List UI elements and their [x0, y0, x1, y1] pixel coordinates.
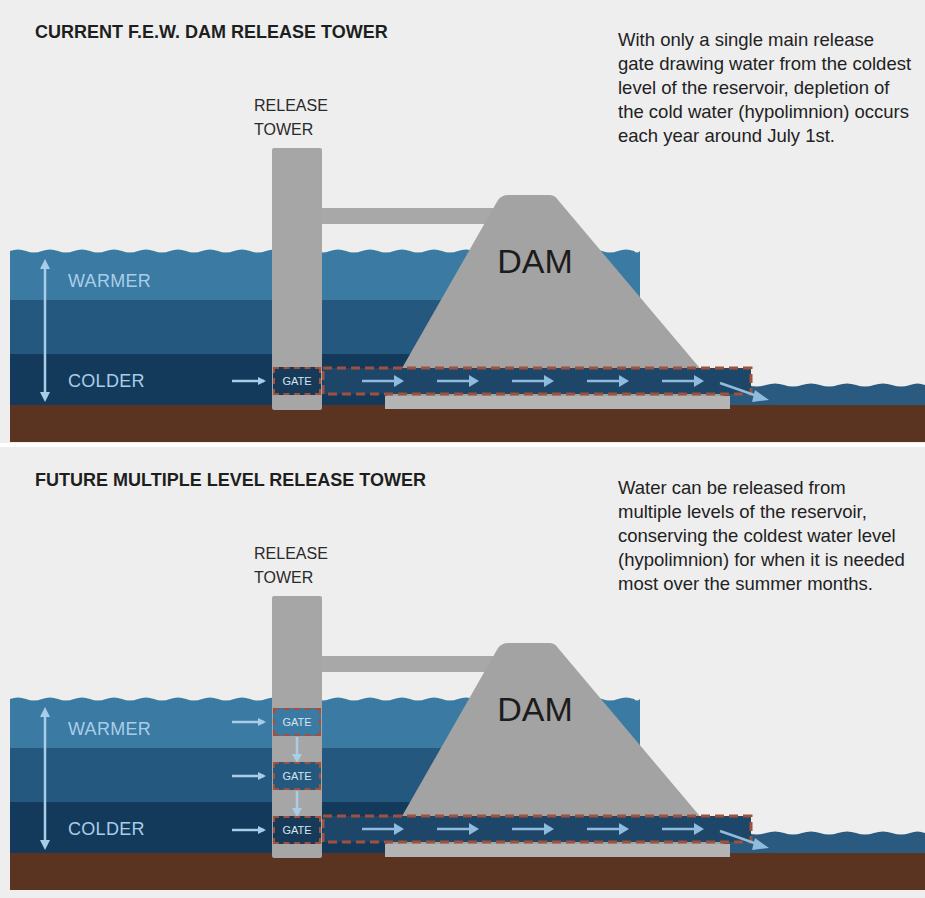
flow-arrow: [437, 380, 471, 383]
flow-arrowhead: [544, 823, 554, 835]
flow-connector: [296, 791, 299, 815]
flow-arrow: [362, 380, 396, 383]
gate-label: GATE: [282, 716, 311, 728]
release-tower: RELEASE TOWER GATE GATE GATE: [248, 540, 348, 858]
panel-scene: [10, 148, 925, 442]
flow-arrowhead: [544, 375, 554, 387]
temperature-label: WARMER: [68, 271, 151, 292]
inflow-arrow: [232, 829, 264, 832]
flow-arrowhead: [619, 375, 629, 387]
dam-label: DAM: [460, 242, 610, 281]
gate-label: GATE: [282, 375, 311, 387]
temperature-label: WARMER: [68, 719, 151, 740]
flow-arrowhead: [694, 375, 704, 387]
flow-arrowhead: [394, 375, 404, 387]
panel-heading: CURRENT F.E.W. DAM RELEASE TOWER: [35, 22, 388, 43]
gate-box: GATE: [273, 367, 321, 395]
flow-arrow: [512, 380, 546, 383]
dam-shape: [322, 640, 782, 860]
temperature-label: COLDER: [68, 819, 145, 840]
flow-arrow: [662, 828, 696, 831]
flow-arrow: [362, 828, 396, 831]
dam-foundation: [385, 844, 730, 857]
temperature-arrow: [44, 712, 47, 845]
panel-heading: FUTURE MULTIPLE LEVEL RELEASE TOWER: [35, 470, 426, 491]
inflow-arrow: [232, 775, 264, 778]
panel-description: With only a single main release gate dra…: [618, 28, 914, 148]
temperature-label: COLDER: [68, 371, 145, 392]
flow-arrowhead: [694, 823, 704, 835]
dam-label: DAM: [460, 690, 610, 729]
inflow-arrow: [232, 721, 264, 724]
flow-arrow: [587, 828, 621, 831]
tower-label: RELEASE TOWER: [254, 94, 346, 142]
flow-arrowhead: [469, 375, 479, 387]
panel-description: Water can be released from multiple leve…: [618, 476, 914, 596]
flow-arrowhead: [469, 823, 479, 835]
outflow-arrowhead: [752, 390, 769, 402]
inflow-arrow: [232, 380, 264, 383]
temperature-arrow: [44, 264, 47, 397]
dam: DAM: [322, 640, 782, 860]
flow-arrowhead: [394, 823, 404, 835]
flow-arrowhead: [619, 823, 629, 835]
tower-label: RELEASE TOWER: [254, 542, 346, 590]
panel-divider: [0, 443, 925, 447]
gate-box: GATE: [273, 762, 321, 790]
panel-scene: [10, 596, 925, 890]
flow-arrow: [587, 380, 621, 383]
dam-shape: [322, 192, 782, 412]
flow-arrow: [437, 828, 471, 831]
ground: [10, 852, 925, 890]
flow-arrow: [512, 828, 546, 831]
outflow-arrowhead: [752, 838, 769, 850]
gate-box: GATE: [273, 708, 321, 736]
dam-foundation: [385, 396, 730, 409]
gate-label: GATE: [282, 770, 311, 782]
release-tower: [272, 596, 322, 858]
flow-connector: [296, 737, 299, 761]
release-pipe: [323, 368, 751, 394]
release-tower: [272, 148, 322, 410]
release-tower: RELEASE TOWER GATE: [248, 92, 348, 410]
gate-label: GATE: [282, 824, 311, 836]
dam: DAM: [322, 192, 782, 412]
release-pipe: [323, 816, 751, 842]
ground: [10, 404, 925, 442]
gate-box: GATE: [273, 816, 321, 844]
flow-arrow: [662, 380, 696, 383]
